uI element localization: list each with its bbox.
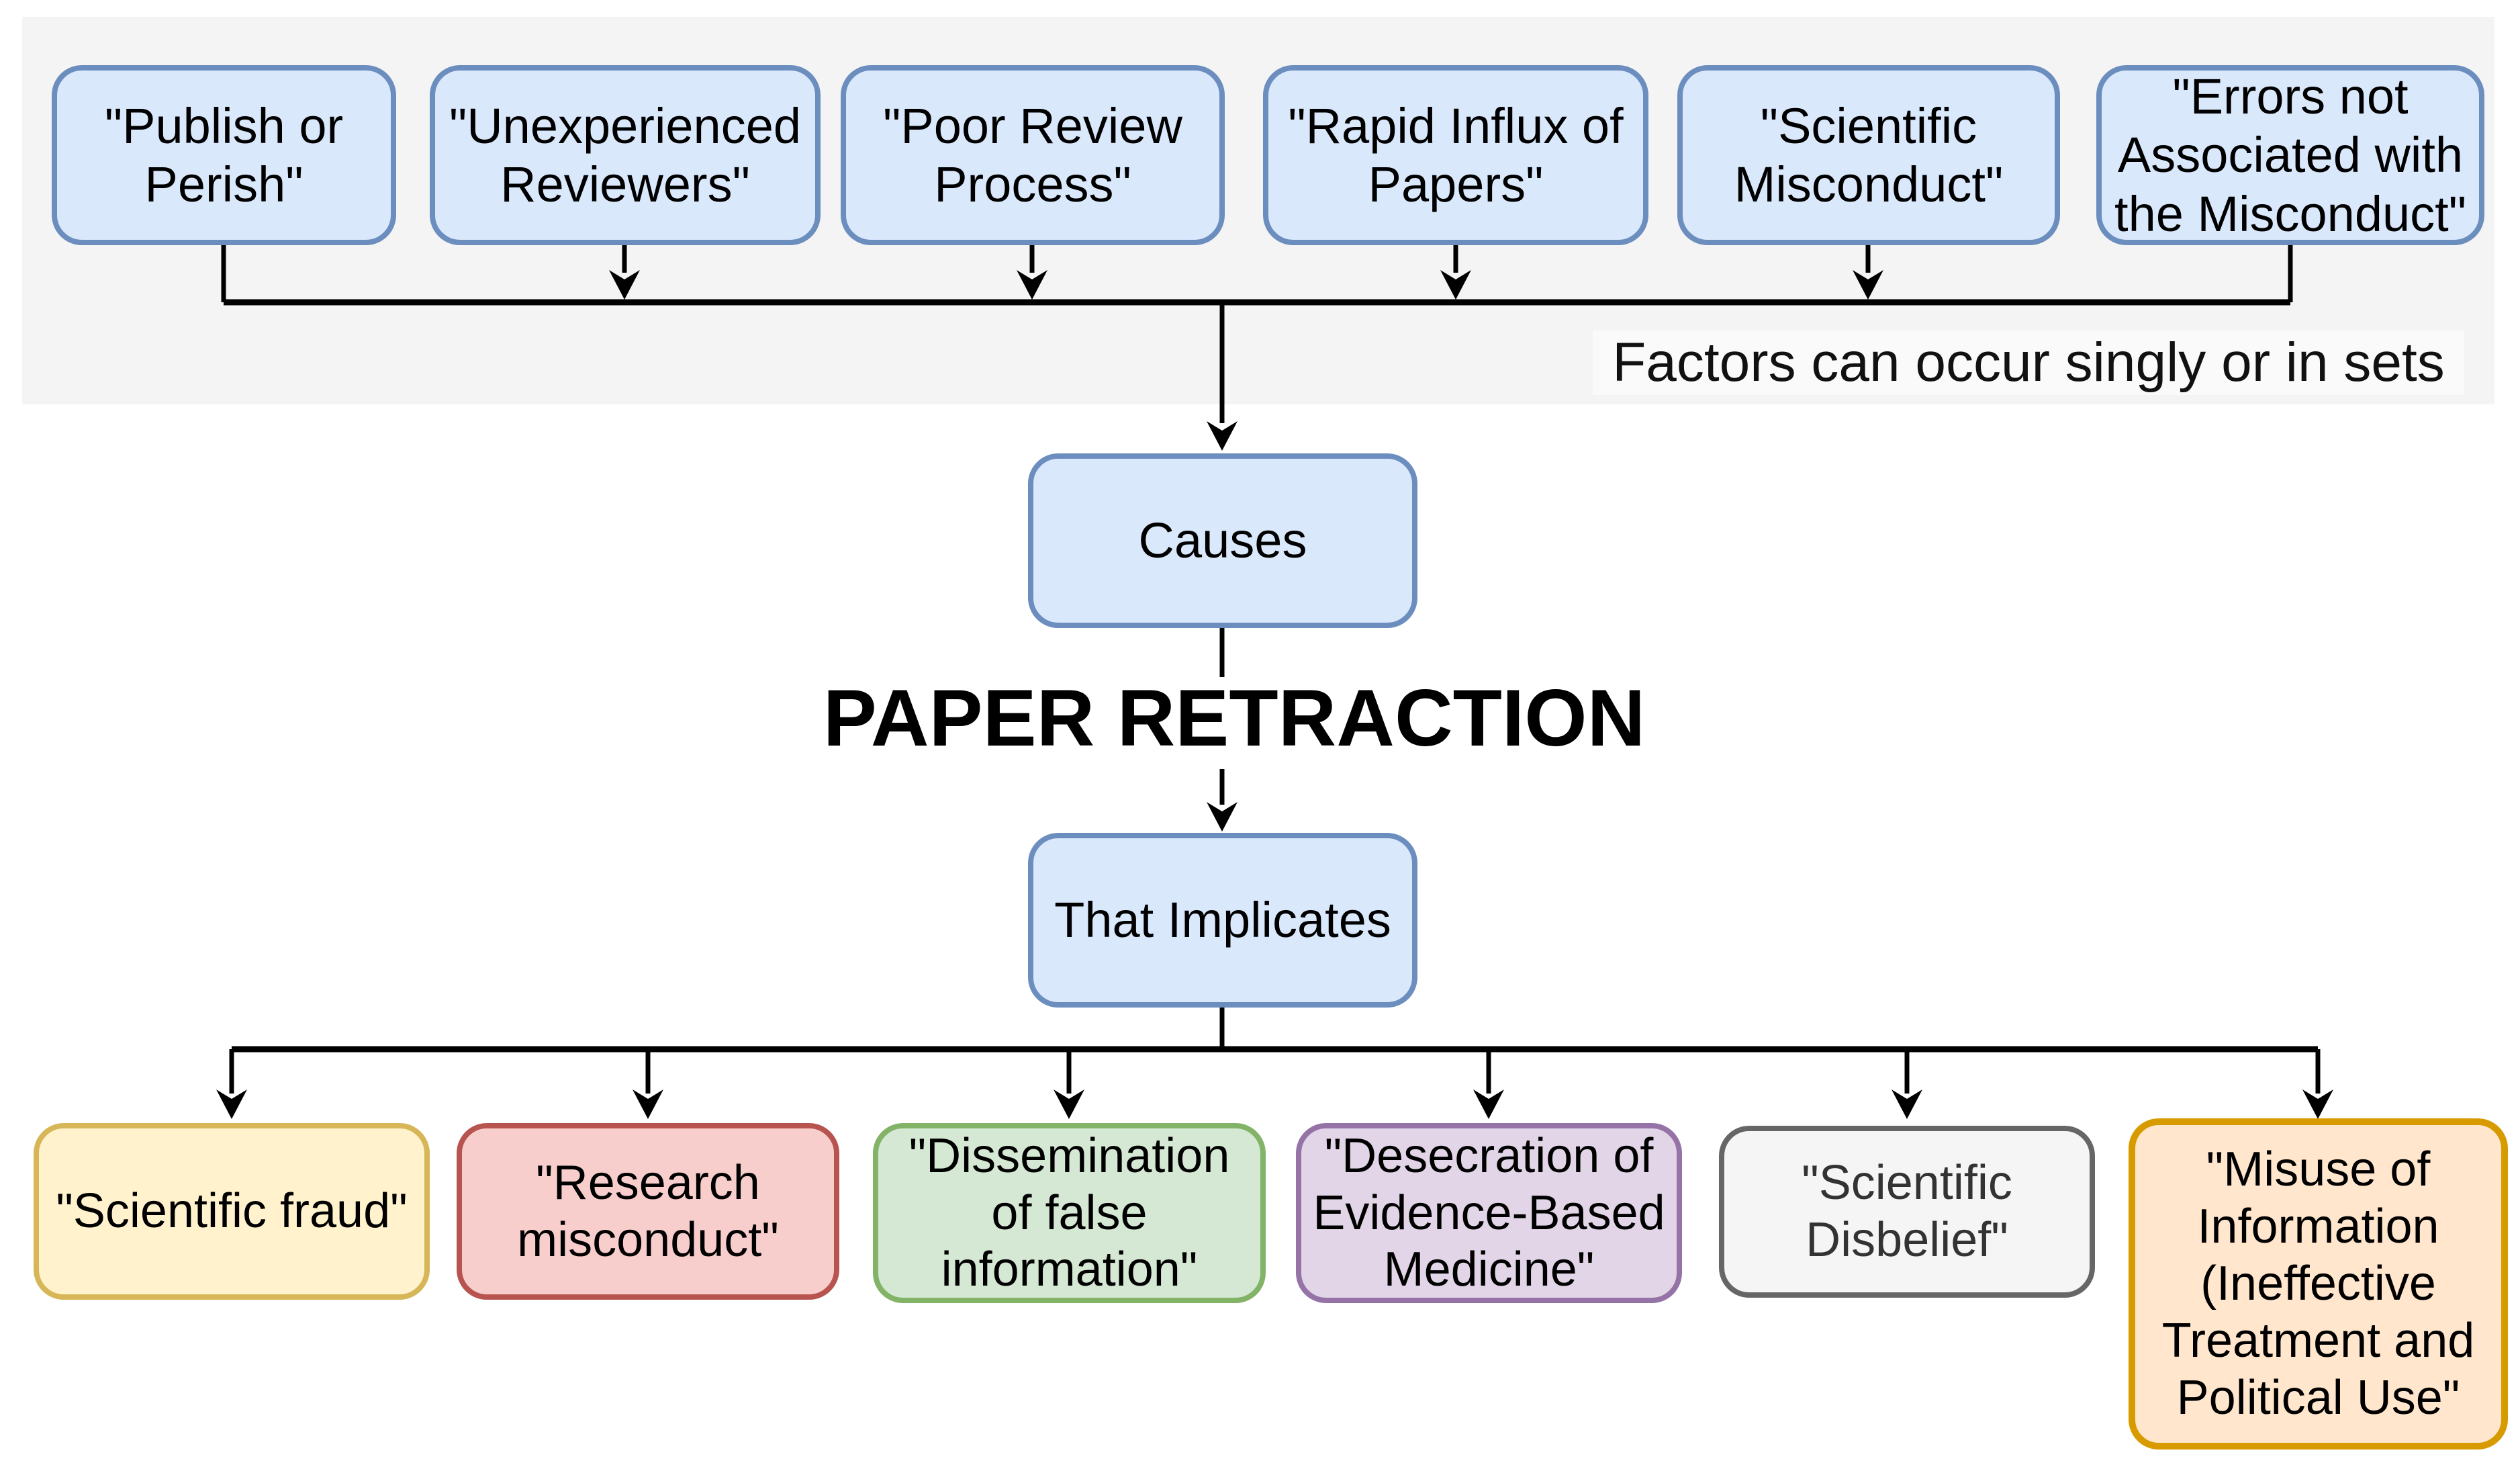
implication-label: "Dissemination of false information" [908, 1128, 1230, 1297]
implications-distributor [216, 1046, 2333, 1119]
factor-label: "Scientific Misconduct" [1734, 97, 2004, 212]
factor-box-rapid-influx-of-papers: "Rapid Influx of Papers" [1263, 65, 1648, 245]
factor-label: "Publish or Perish" [104, 97, 344, 212]
implication-label: "Scientific fraud" [56, 1184, 408, 1239]
implication-label: "Research misconduct" [517, 1155, 779, 1267]
that-implicates-label: That Implicates [1054, 892, 1391, 948]
factor-box-errors-not-associated: "Errors not Associated with the Miscondu… [2096, 65, 2484, 245]
that-implicates-box: That Implicates [1028, 833, 1417, 1008]
implication-label: "Desecration of Evidence-Based Medicine" [1313, 1128, 1665, 1297]
annotation-text: Factors can occur singly or in sets [1612, 332, 2445, 393]
implication-box-scientific-disbelief: "Scientific Disbelief" [1719, 1126, 2095, 1298]
factor-box-publish-or-perish: "Publish or Perish" [52, 65, 396, 245]
implication-box-scientific-fraud: "Scientific fraud" [34, 1123, 430, 1300]
factor-label: "Errors not Associated with the Miscondu… [2114, 69, 2466, 242]
factor-box-unexperienced-reviewers: "Unexperienced Reviewers" [430, 65, 821, 245]
implication-label: "Scientific Disbelief" [1802, 1156, 2012, 1267]
implication-box-misuse-of-information: "Misuse of Information (Ineffective Trea… [2129, 1118, 2508, 1450]
factors-annotation: Factors can occur singly or in sets [1593, 330, 2464, 395]
factor-box-poor-review-process: "Poor Review Process" [841, 65, 1225, 245]
factor-label: "Unexperienced Reviewers" [449, 97, 802, 212]
causes-label: Causes [1138, 512, 1307, 569]
factor-label: "Rapid Influx of Papers" [1288, 97, 1624, 212]
implication-label: "Misuse of Information (Ineffective Trea… [2161, 1143, 2475, 1425]
implication-box-research-misconduct: "Research misconduct" [457, 1123, 839, 1300]
implication-box-dissemination-false-information: "Dissemination of false information" [873, 1123, 1266, 1303]
factor-label: "Poor Review Process" [883, 97, 1182, 212]
arrow-to-implicates [1207, 769, 1238, 832]
factor-box-scientific-misconduct: "Scientific Misconduct" [1677, 65, 2060, 245]
causes-box: Causes [1028, 453, 1417, 628]
page-title: PAPER RETRACTION [823, 673, 1646, 763]
implication-box-desecration-evidence-based-medicine: "Desecration of Evidence-Based Medicine" [1296, 1123, 1682, 1303]
